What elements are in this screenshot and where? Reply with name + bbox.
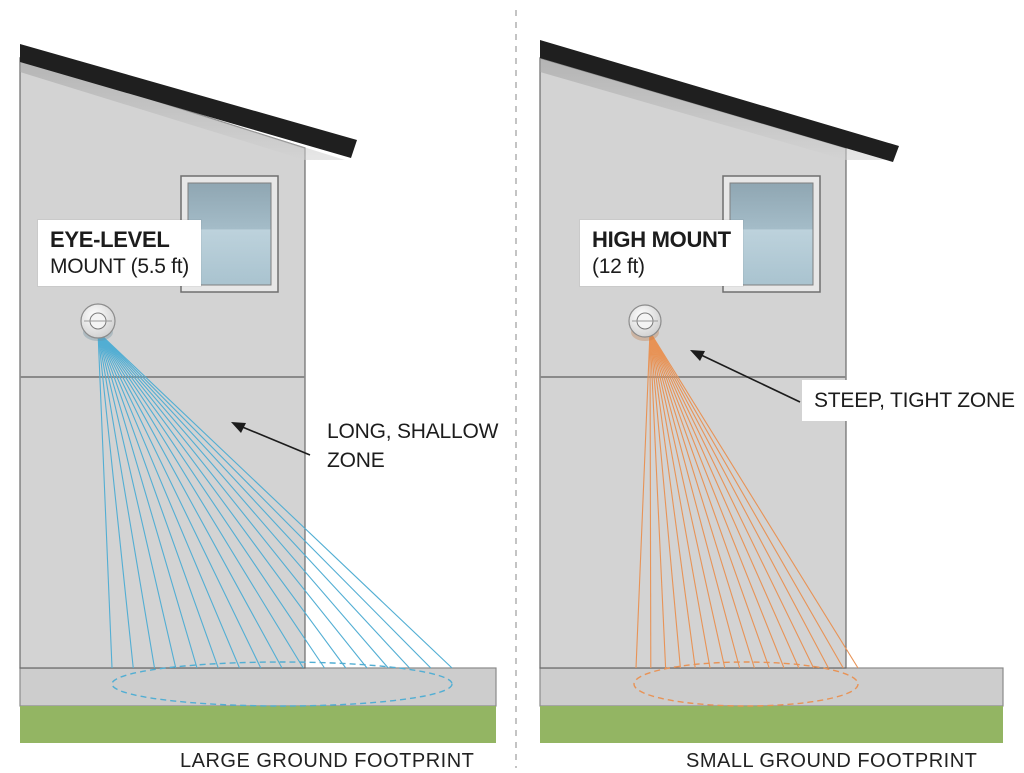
left-beam-14 (97, 331, 389, 669)
right-beam-15 (649, 331, 844, 669)
left-beam-10 (97, 331, 304, 669)
left-motion-sensor-icon (80, 303, 116, 341)
right-ground-footprint (633, 661, 859, 707)
left-beam-7 (97, 331, 241, 669)
left-footprint-label: LARGE GROUND FOOTPRINT (180, 750, 475, 772)
right-beam-5 (649, 331, 696, 669)
right-beam-4 (649, 331, 681, 669)
left-beam-16 (97, 331, 432, 669)
left-beam-3 (97, 331, 156, 669)
left-zone-note: LONG, SHALLOW ZONE (327, 417, 498, 475)
right-ground (539, 667, 1004, 707)
left-panel (19, 44, 497, 743)
left-zone-note-line1: LONG, SHALLOW (327, 420, 499, 443)
right-beam-1 (635, 331, 651, 669)
left-ground (19, 667, 497, 707)
right-mount-title: HIGH MOUNT (592, 227, 731, 252)
right-beam-12 (649, 331, 800, 669)
left-grass (20, 706, 496, 743)
right-wall (539, 57, 847, 669)
left-zone-note-line2: ZONE (327, 449, 385, 472)
left-mount-label: EYE-LEVEL MOUNT (5.5 ft) (38, 220, 201, 286)
right-beam-6 (649, 331, 711, 669)
left-beam-9 (97, 331, 283, 669)
right-mount-label: HIGH MOUNT (12 ft) (580, 220, 743, 286)
right-roof (540, 40, 899, 162)
left-zone-arrow (231, 422, 311, 456)
left-roof (20, 44, 357, 158)
right-beam-14 (649, 331, 829, 669)
right-panel (539, 40, 1004, 743)
left-beam-2 (97, 331, 134, 669)
left-beam-5 (97, 331, 198, 669)
right-beam-3 (649, 331, 667, 669)
right-beam-2 (649, 331, 652, 669)
left-beam-4 (97, 331, 177, 669)
left-beam-15 (97, 331, 410, 669)
right-grass (540, 706, 1003, 743)
left-beam-11 (97, 331, 325, 669)
right-beam-13 (649, 331, 815, 669)
right-beam-16 (649, 331, 859, 669)
left-beam-17 (97, 331, 453, 669)
left-beam-8 (97, 331, 262, 669)
right-soffit-shadow (540, 58, 886, 160)
right-zone-note-line1: STEEP, TIGHT ZONE (814, 389, 1015, 412)
left-detection-beams (97, 331, 453, 669)
right-motion-sensor-icon (628, 304, 662, 341)
left-beam-6 (97, 331, 219, 669)
right-mount-subtitle: (12 ft) (592, 255, 645, 278)
left-ground-footprint (111, 661, 453, 707)
left-mount-title: EYE-LEVEL (50, 227, 170, 252)
left-beam-13 (97, 331, 368, 669)
right-footprint-label: SMALL GROUND FOOTPRINT (686, 750, 978, 772)
right-beam-9 (649, 331, 755, 669)
right-beam-7 (649, 331, 726, 669)
right-beam-8 (649, 331, 741, 669)
left-beam-1 (97, 331, 113, 669)
left-beam-12 (97, 331, 347, 669)
right-zone-note: STEEP, TIGHT ZONE (802, 380, 1024, 421)
right-beam-11 (649, 331, 785, 669)
left-mount-subtitle: MOUNT (5.5 ft) (50, 255, 189, 278)
right-beam-10 (649, 331, 770, 669)
right-zone-arrow (690, 350, 801, 403)
right-detection-beams (635, 331, 859, 669)
